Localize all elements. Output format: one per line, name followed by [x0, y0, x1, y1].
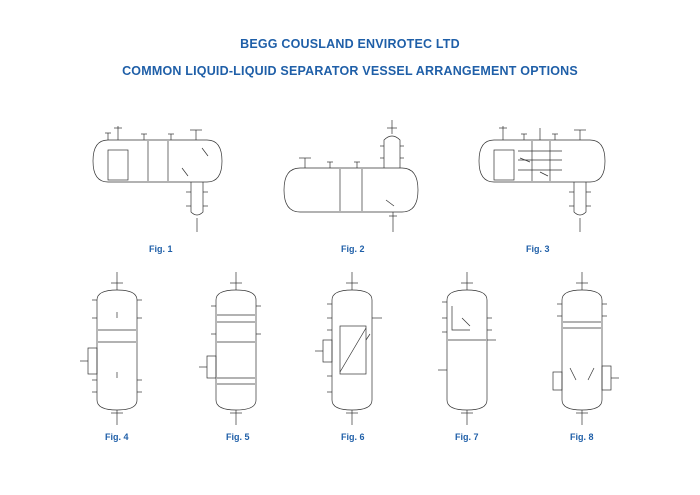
fig-1-drawing	[92, 126, 223, 232]
fig-8-label: Fig. 8	[570, 432, 594, 442]
company-title: BEGG COUSLAND ENVIROTEC LTD	[240, 37, 460, 51]
fig-6-label: Fig. 6	[341, 432, 365, 442]
fig-2-drawing	[283, 120, 419, 232]
fig-3-label: Fig. 3	[526, 244, 550, 254]
fig-7-label: Fig. 7	[455, 432, 479, 442]
fig-6-drawing	[315, 272, 382, 425]
fig-5-drawing	[199, 272, 261, 425]
fig-4-label: Fig. 4	[105, 432, 129, 442]
fig-3-drawing	[478, 126, 606, 232]
fig-4-drawing	[80, 272, 142, 425]
fig-2-label: Fig. 2	[341, 244, 365, 254]
fig-7-drawing	[438, 272, 496, 425]
page-subtitle: COMMON LIQUID-LIQUID SEPARATOR VESSEL AR…	[122, 64, 578, 78]
fig-1-label: Fig. 1	[149, 244, 173, 254]
fig-8-drawing	[552, 272, 619, 425]
fig-5-label: Fig. 5	[226, 432, 250, 442]
